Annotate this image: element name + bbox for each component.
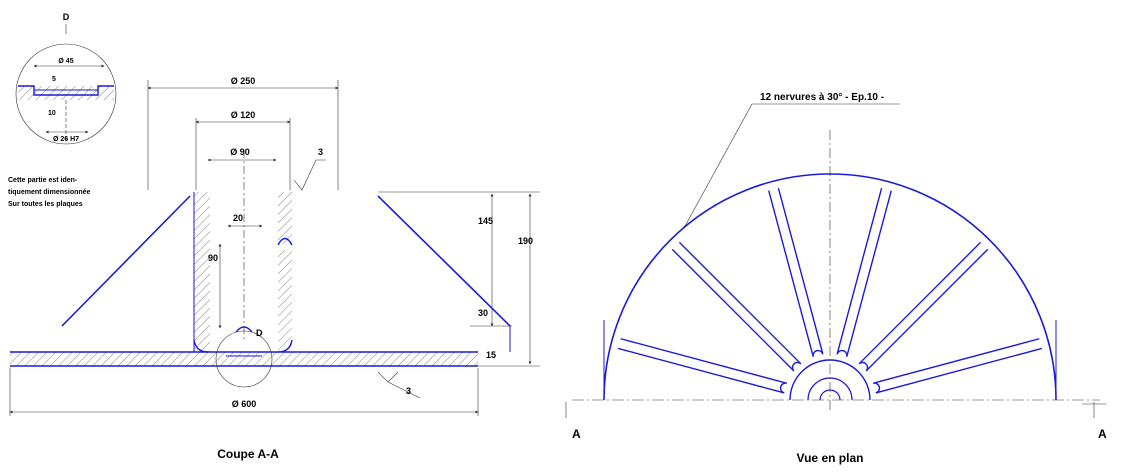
detail-note-3: Sur toutes les plaques	[8, 201, 83, 208]
detail-d: D Ø 45 5 10 Ø 26 H7 Cette partie est ide…	[8, 12, 117, 208]
section-detail-marker: D	[256, 328, 263, 338]
dim-190: 190	[518, 236, 533, 246]
detail-dia-45: Ø 45	[58, 58, 73, 65]
rib-4	[768, 187, 824, 358]
dim-20: 20	[233, 213, 243, 223]
ribs-note: 12 nervures à 30° - Ep.10 -	[760, 92, 884, 103]
detail-circle	[15, 43, 117, 145]
section-caption: Coupe A-A	[217, 447, 279, 461]
detail-note-1: Cette partie est iden-	[8, 177, 78, 184]
dim-15: 15	[486, 350, 496, 360]
ribs-group	[617, 187, 1043, 394]
rib-2	[858, 241, 989, 372]
plan-view: 12 nervures à 30° - Ep.10 - A A Vue en p…	[565, 92, 1107, 465]
dim-dia-600: Ø 600	[232, 399, 257, 409]
dim-145: 145	[478, 216, 493, 226]
dim-dia-120: Ø 120	[231, 110, 256, 120]
section-mark-right: A	[1098, 427, 1107, 441]
dim-dia-250: Ø 250	[231, 76, 256, 86]
rib-6	[617, 338, 788, 394]
rib-1	[872, 338, 1043, 394]
detail-dia-26: Ø 26 H7	[53, 136, 79, 143]
roughness-bottom: 3	[406, 386, 411, 396]
dim-30: 30	[478, 308, 488, 318]
detail-note-2: tiquement dimensionnée	[8, 189, 91, 196]
dim-dia-90: Ø 90	[230, 147, 250, 157]
detail-title: D	[63, 12, 70, 22]
rib-3	[836, 187, 892, 358]
section-view: D Ø 250 Ø 120 Ø 90 20 90 3 145 190 30 15	[9, 76, 540, 461]
rib-5	[671, 241, 802, 372]
detail-dim-10: 10	[48, 110, 56, 117]
dim-90-vertical: 90	[208, 253, 218, 263]
plan-caption: Vue en plan	[797, 451, 864, 465]
detail-dim-5: 5	[52, 76, 56, 83]
section-mark-left: A	[572, 427, 581, 441]
roughness-top: 3	[318, 147, 323, 157]
